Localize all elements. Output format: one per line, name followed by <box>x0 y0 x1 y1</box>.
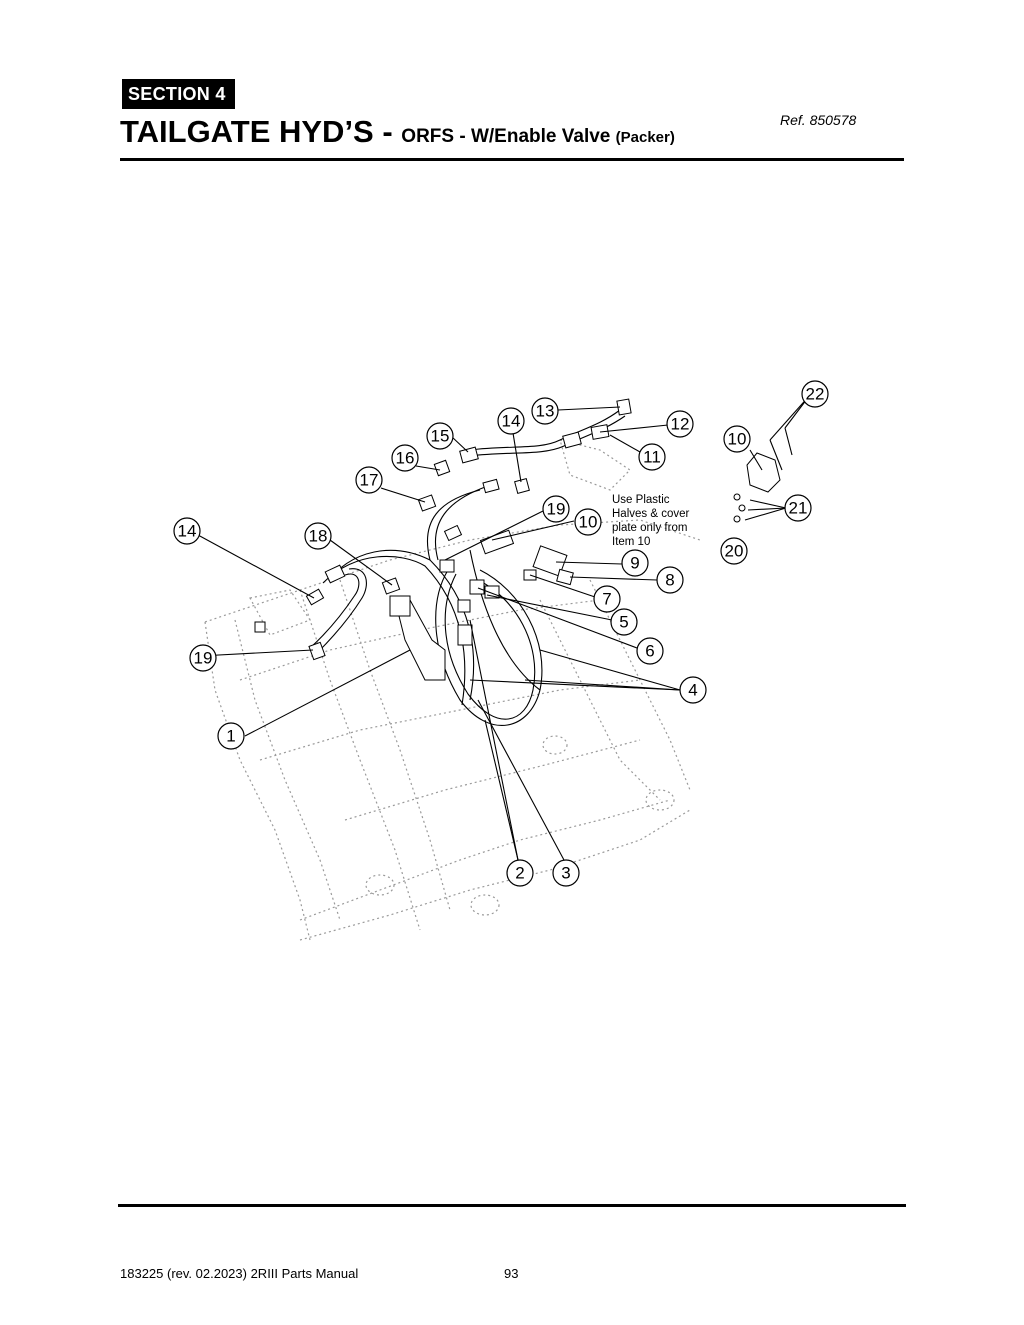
svg-text:3: 3 <box>561 864 570 883</box>
callout-7: 7 <box>593 585 621 613</box>
svg-text:20: 20 <box>725 542 744 561</box>
callout-21: 21 <box>784 494 812 522</box>
callout-10-a: 10 <box>574 508 602 536</box>
callout-8: 8 <box>656 566 684 594</box>
svg-text:14: 14 <box>502 412 521 431</box>
title-qualifier: (Packer) <box>615 129 675 146</box>
callout-14-b: 14 <box>173 517 201 545</box>
fittings <box>254 398 793 681</box>
header-divider <box>120 158 904 161</box>
svg-text:21: 21 <box>789 499 808 518</box>
callout-12: 12 <box>666 410 694 438</box>
document-info: 183225 (rev. 02.2023) 2RIII Parts Manual <box>120 1266 359 1281</box>
section-badge: SECTION 4 <box>122 79 235 109</box>
callout-15: 15 <box>426 422 454 450</box>
title-subtitle: ORFS - W/Enable Valve <box>401 126 616 147</box>
callout-17: 17 <box>355 466 383 494</box>
svg-text:13: 13 <box>536 402 555 421</box>
svg-text:2: 2 <box>515 864 524 883</box>
svg-text:19: 19 <box>547 500 566 519</box>
svg-text:16: 16 <box>396 449 415 468</box>
footer-divider <box>118 1204 906 1207</box>
svg-text:7: 7 <box>602 590 611 609</box>
page-number: 93 <box>504 1266 519 1281</box>
callout-16: 16 <box>391 444 419 472</box>
svg-text:22: 22 <box>806 385 825 404</box>
title-main: TAILGATE HYD’S - <box>120 114 402 149</box>
callout-20: 20 <box>720 537 748 565</box>
svg-text:4: 4 <box>688 681 697 700</box>
callout-19-a: 19 <box>542 495 570 523</box>
svg-text:17: 17 <box>360 471 379 490</box>
svg-text:11: 11 <box>643 448 661 467</box>
svg-text:14: 14 <box>178 522 197 541</box>
callout-5: 5 <box>610 608 638 636</box>
svg-text:6: 6 <box>645 642 654 661</box>
callout-11: 11 <box>638 443 666 471</box>
assembly-note: Use Plastic Halves & cover plate only fr… <box>612 493 712 549</box>
callout-10-b: 10 <box>723 425 751 453</box>
svg-text:12: 12 <box>671 415 690 434</box>
callout-3: 3 <box>552 859 580 887</box>
callout-14-a: 14 <box>497 407 525 435</box>
callout-13: 13 <box>531 397 559 425</box>
note-line: Halves & cover <box>612 508 690 520</box>
leader-lines <box>197 394 811 861</box>
callout-18: 18 <box>304 522 332 550</box>
reference-number: Ref. 850578 <box>780 112 857 128</box>
svg-text:19: 19 <box>194 649 213 668</box>
svg-text:9: 9 <box>630 554 639 573</box>
note-line: Item 10 <box>612 536 651 548</box>
svg-text:8: 8 <box>665 571 674 590</box>
callout-6: 6 <box>636 637 664 665</box>
callout-2: 2 <box>506 859 534 887</box>
callout-19-b: 19 <box>189 644 217 672</box>
svg-text:10: 10 <box>579 513 598 532</box>
callout-9: 9 <box>621 549 649 577</box>
note-line: Use Plastic <box>612 494 670 506</box>
callout-22: 22 <box>801 380 829 408</box>
svg-text:5: 5 <box>619 613 628 632</box>
svg-text:1: 1 <box>226 727 235 746</box>
svg-text:18: 18 <box>309 527 328 546</box>
svg-text:15: 15 <box>431 427 450 446</box>
callout-4: 4 <box>679 676 707 704</box>
note-line: plate only from <box>612 522 688 534</box>
svg-text:10: 10 <box>728 430 747 449</box>
callout-1: 1 <box>217 722 245 750</box>
page-title: TAILGATE HYD’S - ORFS - W/Enable Valve (… <box>120 114 675 150</box>
